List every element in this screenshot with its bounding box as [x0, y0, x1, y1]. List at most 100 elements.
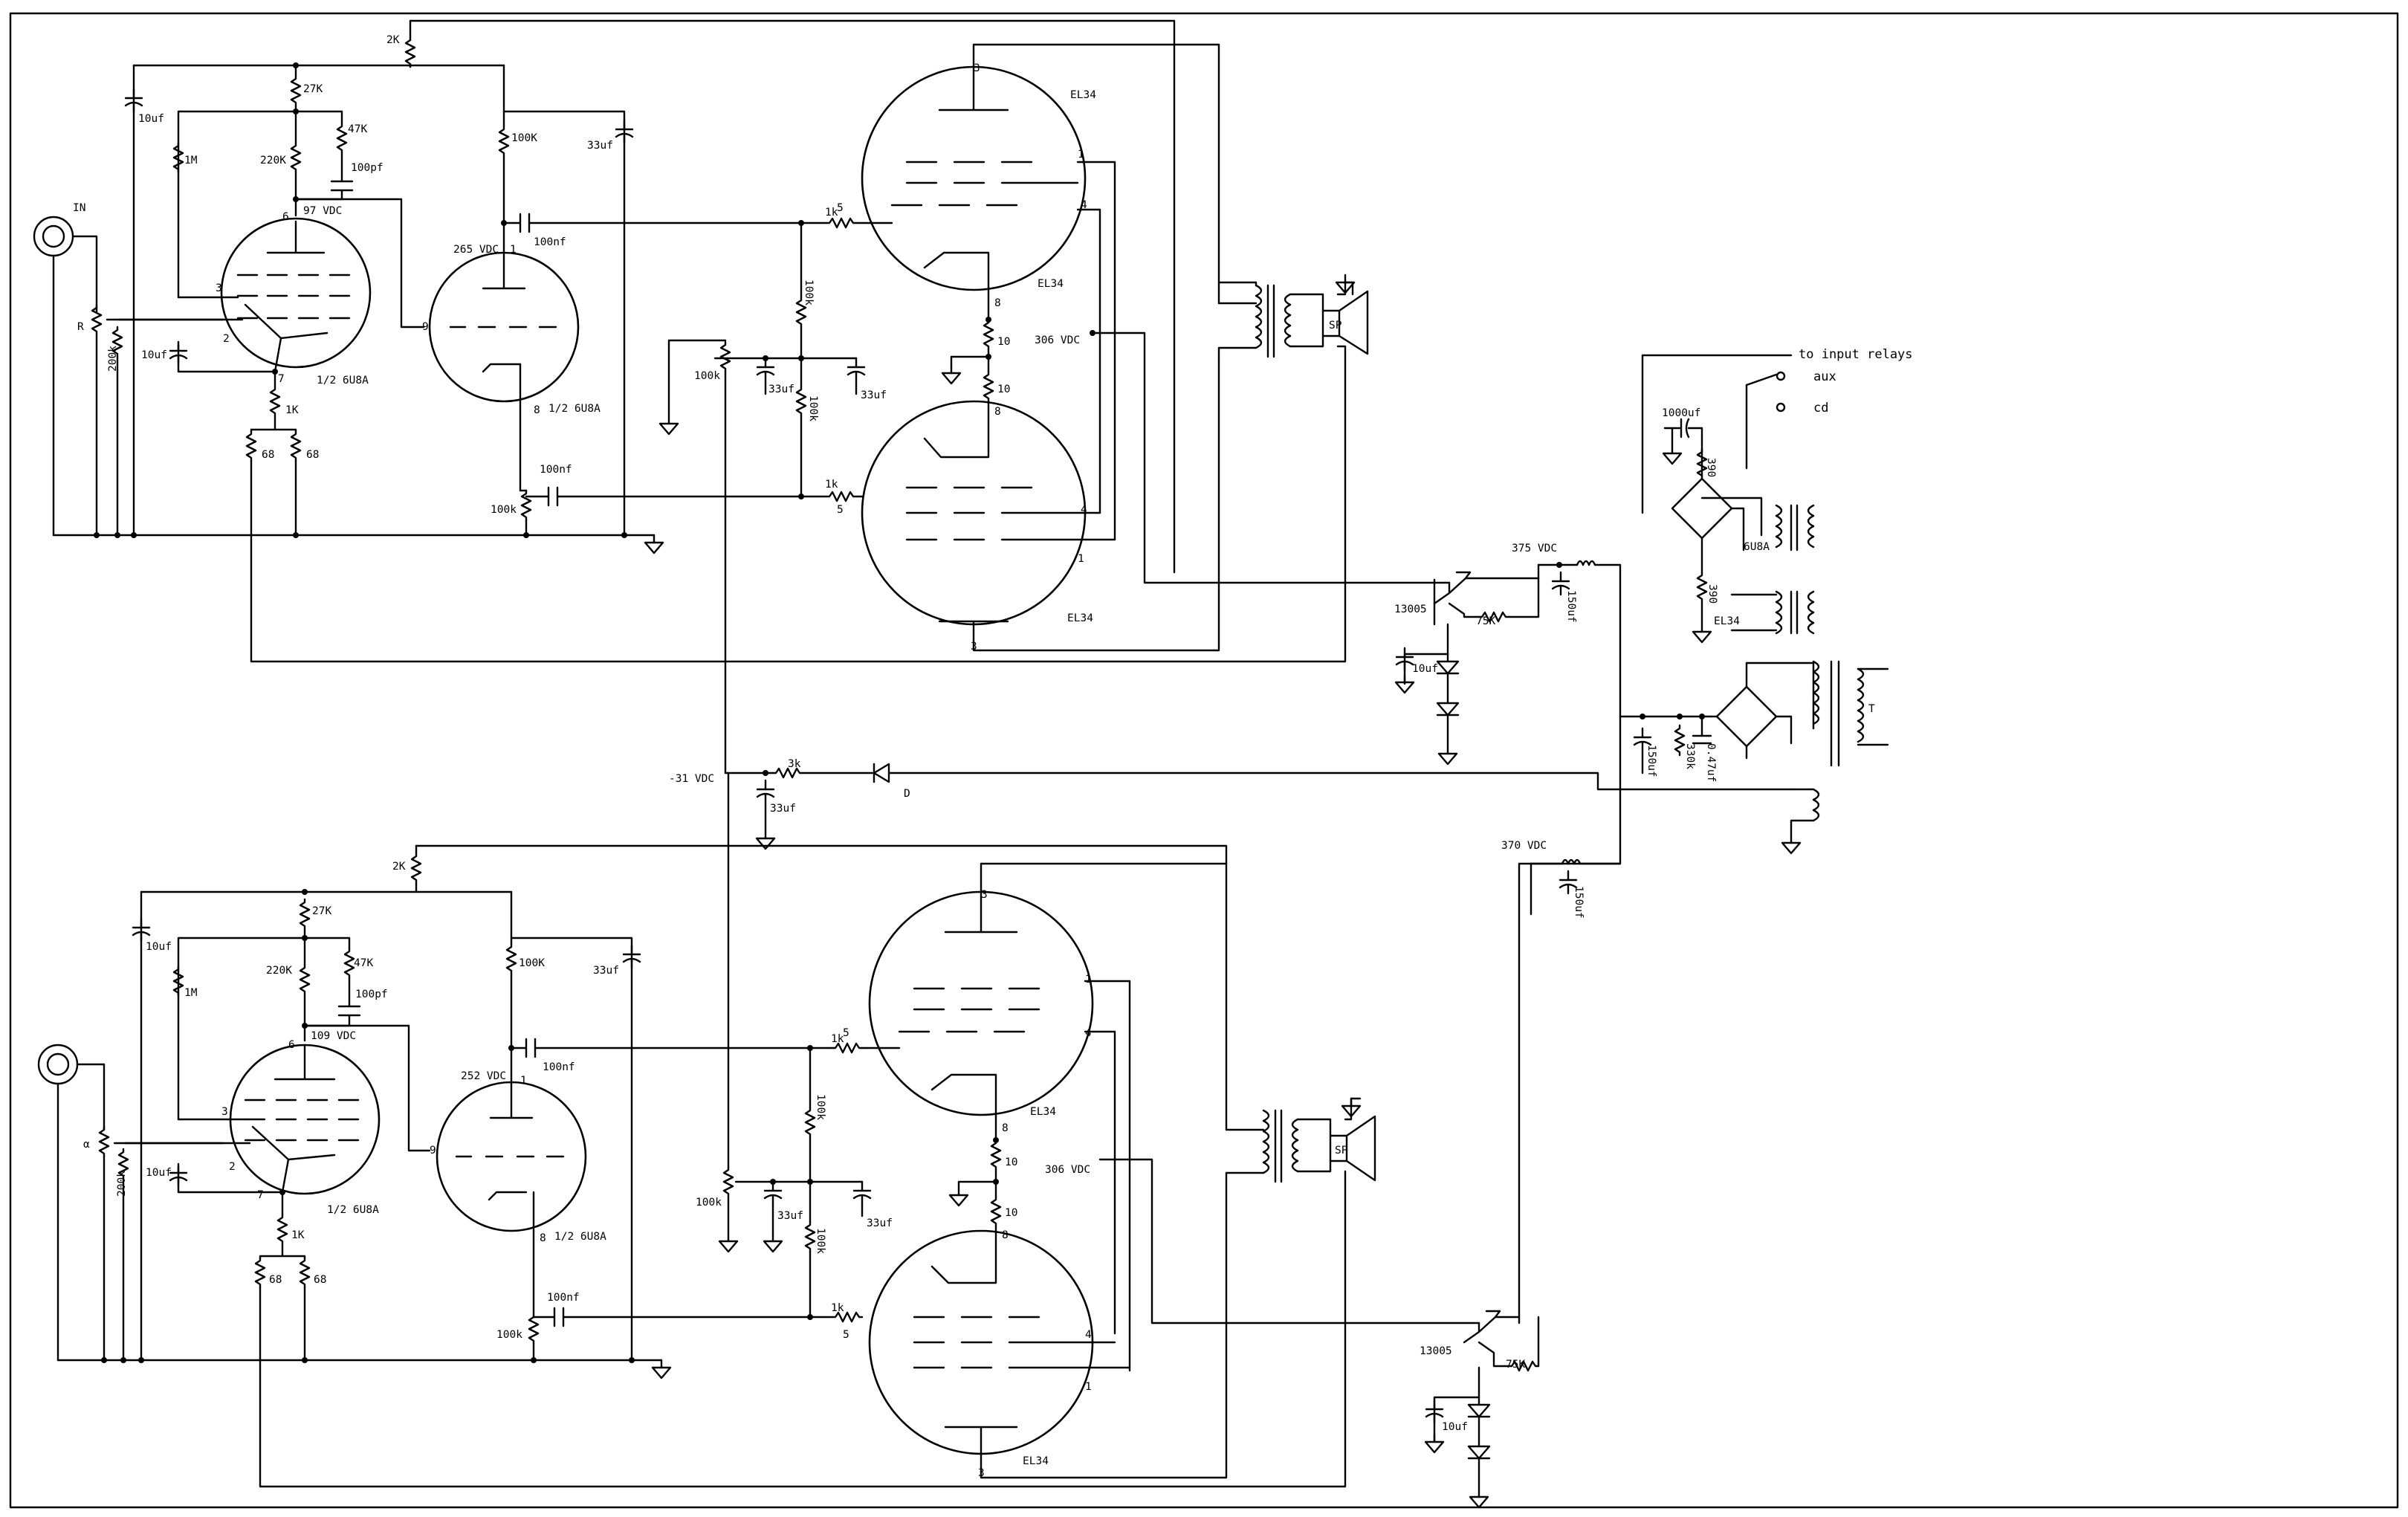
top-r100k-bias-a: 100k [803, 279, 815, 305]
bottom-r100k-bias-a: 100k [815, 1094, 826, 1120]
svg-text:5: 5 [843, 1329, 849, 1341]
bottom-r2k: 2K [392, 861, 406, 873]
svg-text:2: 2 [229, 1161, 236, 1173]
svg-text:1: 1 [1078, 553, 1084, 565]
bottom-r100k-bias-b: 100k [815, 1228, 826, 1254]
svg-text:3: 3 [978, 1467, 985, 1479]
svg-text:8: 8 [994, 297, 1001, 309]
r-75k-b: 75K [1506, 1359, 1525, 1371]
bottom-r27k: 27K [312, 905, 331, 917]
bottom-r1k-grid-b: 1k [831, 1302, 844, 1314]
bottom-r1m: 1M [184, 987, 198, 999]
input-jack-icon-2 [37, 1044, 79, 1085]
svg-text:6: 6 [282, 211, 289, 223]
top-el34-label-a2: EL34 [1038, 278, 1064, 290]
bottom-el34-label-b: EL34 [1023, 1455, 1049, 1467]
top-c10uf-cathode: 10uf [141, 349, 167, 361]
svg-text:8: 8 [540, 1232, 546, 1244]
top-c100nf-a: 100nf [534, 236, 566, 248]
bottom-tube-label-b: 1/2 6U8A [554, 1231, 606, 1243]
speaker-icon-2 [1329, 1134, 1348, 1162]
top-r200k: 200k [107, 346, 119, 372]
c-10uf-a: 10uf [1412, 663, 1438, 675]
bottom-r1k-cathode: 1K [291, 1229, 305, 1241]
bottom-v252: 252 VDC [461, 1070, 506, 1082]
top-tube-label-a: 1/2 6U8A [317, 375, 369, 386]
svg-text:1: 1 [1085, 974, 1092, 986]
top-tube-label-b: 1/2 6U8A [548, 403, 601, 415]
bottom-r10-b: 10 [1005, 1207, 1017, 1219]
bottom-r1k-grid-a: 1k [831, 1033, 844, 1045]
bottom-c10uf: 10uf [146, 941, 172, 953]
bottom-v306: 306 VDC [1045, 1164, 1090, 1176]
svg-text:5: 5 [837, 202, 844, 214]
c-150uf-main: 150uf [1645, 745, 1657, 777]
top-channel: IN R 200k 10uf 2K 27K [33, 19, 1451, 774]
top-c10uf: 10uf [138, 113, 164, 125]
bottom-pot100k: 100k [696, 1197, 722, 1209]
svg-text:5: 5 [837, 504, 844, 516]
bottom-c33uf-b: 33uf [867, 1217, 893, 1229]
bottom-tube-label-a: 1/2 6U8A [327, 1204, 379, 1216]
relay-r390-a: 390 [1705, 458, 1717, 477]
top-r27k: 27K [303, 83, 323, 95]
bottom-speaker-label: SP [1335, 1145, 1348, 1157]
relay-aux: aux [1813, 369, 1836, 384]
diode-label: D [904, 788, 910, 800]
top-r100k-plate: 100K [511, 132, 537, 144]
bias-voltage: -31 VDC [669, 773, 714, 785]
transistor-13005-a: 13005 [1394, 604, 1427, 615]
bottom-r47k: 47K [354, 957, 373, 969]
top-r100k-grid: 100k [491, 504, 517, 516]
sheet-border [9, 12, 2399, 1509]
choke-icon [1559, 560, 1622, 718]
svg-text:4: 4 [1081, 504, 1087, 516]
svg-text:9: 9 [430, 1145, 436, 1157]
transformer-label: T [1868, 703, 1875, 715]
svg-text:6: 6 [288, 1039, 295, 1051]
bottom-r100k-grid: 100k [496, 1329, 522, 1341]
svg-text:8: 8 [1002, 1122, 1009, 1134]
top-r2k: 2K [386, 34, 400, 46]
svg-text:4: 4 [1085, 1329, 1092, 1341]
top-c33uf-top: 33uf [587, 140, 613, 152]
svg-text:3: 3 [971, 641, 977, 653]
bridge-rectifier-icon [1715, 685, 1778, 748]
bottom-c33uf-a: 33uf [777, 1210, 803, 1222]
top-c100nf-b: 100nf [540, 464, 572, 476]
input-jack-icon [33, 216, 74, 257]
c-33uf-bias: 33uf [770, 803, 796, 815]
bottom-volume-label: α [83, 1139, 90, 1151]
relay-heater-supply: to input relays aux cd 1000uf 390 6U8A 3… [1641, 347, 1913, 644]
svg-text:8: 8 [1002, 1229, 1009, 1241]
top-r47k: 47K [348, 123, 367, 135]
top-r68-b: 68 [306, 449, 319, 461]
top-r10-b: 10 [997, 384, 1010, 395]
relay-title: to input relays [1799, 347, 1913, 362]
svg-text:2: 2 [223, 333, 230, 345]
r-75k-a: 75K [1476, 615, 1495, 627]
speaker-icon [1321, 309, 1341, 337]
svg-text:1: 1 [1078, 149, 1084, 161]
bottom-r200k: 200k [116, 1171, 128, 1197]
bottom-r68-a: 68 [269, 1274, 282, 1286]
bottom-c100pf: 100pf [355, 989, 388, 1000]
top-v97: 97 VDC [303, 205, 342, 217]
relay-cd: cd [1813, 401, 1828, 415]
bridge-rectifier-icon-2 [1671, 477, 1733, 540]
svg-text:1: 1 [520, 1075, 527, 1087]
heater-6u8a: 6U8A [1744, 541, 1770, 553]
power-transformer-icon [1812, 660, 1820, 725]
tube-6u8a-pentode-icon [220, 217, 372, 369]
top-r1k-grid-a: 1k [825, 207, 838, 219]
svg-text:8: 8 [534, 404, 540, 416]
bottom-el34-label-a: EL34 [1030, 1106, 1056, 1118]
bottom-channel: α 200k 10uf 2K 27K 1M 220K 47K 100pf [37, 772, 1480, 1488]
svg-text:3: 3 [221, 1106, 228, 1118]
v-370: 370 VDC [1501, 840, 1547, 852]
bottom-c10uf-cathode: 10uf [146, 1167, 172, 1179]
bottom-r220k: 220K [266, 965, 292, 977]
power-supply: 13005 75K 10uf 375 VDC 150uf -31 VDC 33u… [669, 543, 1889, 1509]
bottom-c100nf-a: 100nf [543, 1061, 575, 1073]
top-r10-a: 10 [997, 336, 1010, 348]
